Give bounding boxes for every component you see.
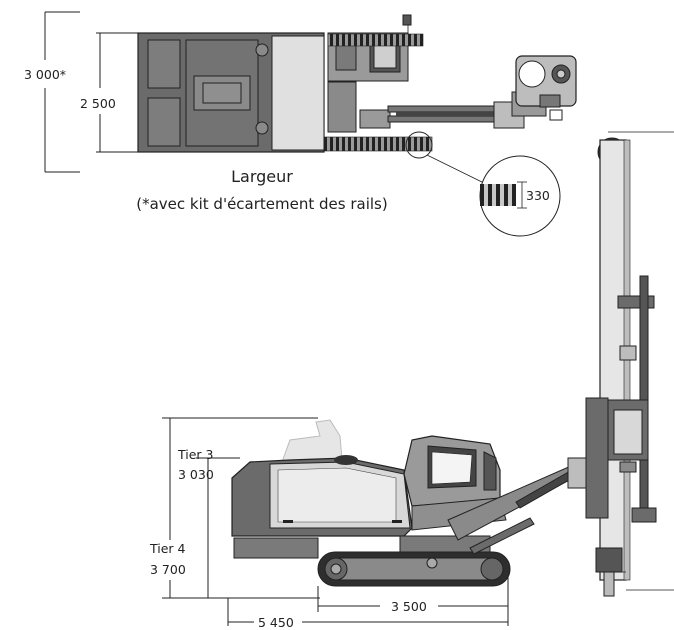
tier3-value: 3 030 bbox=[178, 467, 214, 482]
caption-width: Largeur bbox=[231, 167, 293, 186]
track-top bbox=[327, 33, 424, 47]
overall-length-label: 5 450 bbox=[258, 615, 294, 630]
operator-cab bbox=[403, 435, 507, 531]
drill-mast bbox=[585, 131, 674, 597]
track-bottom bbox=[323, 136, 433, 152]
caption-rail-kit: (*avec kit d'écartement des rails) bbox=[136, 195, 387, 213]
dimension-width-overall: 3 000* bbox=[24, 11, 80, 173]
detail-value: 330 bbox=[526, 188, 550, 203]
width-overall-label: 3 000* bbox=[24, 67, 66, 82]
tier4-label: Tier 4 bbox=[149, 541, 186, 556]
track-side bbox=[317, 535, 511, 587]
width-body-label: 2 500 bbox=[80, 96, 116, 111]
tier4-value: 3 700 bbox=[150, 562, 186, 577]
side-view: Tier 3 3 030 Tier 4 3 700 3 500 5 450 bbox=[149, 131, 674, 630]
engine-body bbox=[231, 455, 413, 559]
dimension-heights: Tier 3 3 030 Tier 4 3 700 bbox=[149, 417, 320, 599]
dimension-width-body: 2 500 bbox=[80, 32, 138, 153]
track-length-label: 3 500 bbox=[391, 599, 427, 614]
track-detail-callout: 330 bbox=[405, 131, 561, 237]
boom-side bbox=[447, 457, 597, 555]
machine-top-body bbox=[137, 14, 412, 153]
feed-top-view bbox=[515, 55, 577, 121]
top-view: 3 000* 2 500 bbox=[24, 11, 577, 237]
tier3-label: Tier 3 bbox=[177, 447, 213, 462]
dimension-lengths: 3 500 5 450 bbox=[227, 570, 509, 630]
tier4-exhaust-outline bbox=[281, 419, 343, 463]
